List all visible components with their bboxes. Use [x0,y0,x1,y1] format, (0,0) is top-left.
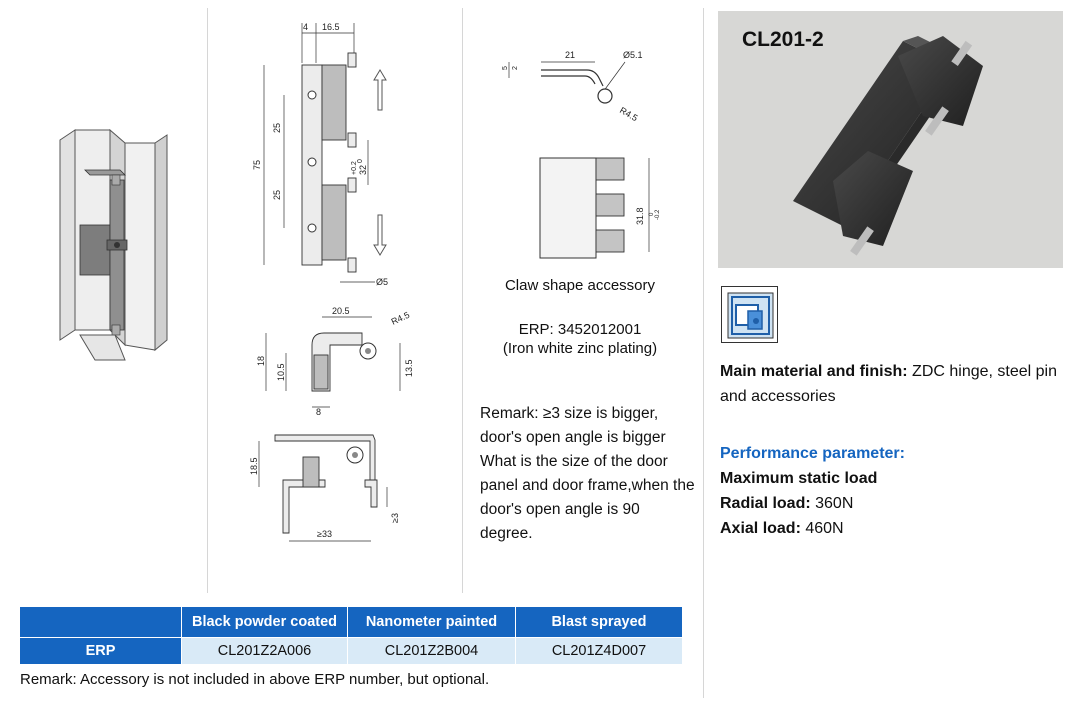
hinge-section-drawing: 20.5 R4.5 18 10.5 13.5 8 [256,306,414,417]
accessory-label: Claw shape accessory [504,277,656,294]
dim-25-bottom: 25 [272,190,282,200]
dim-4: 4 [303,22,308,32]
product-title: CL201-2 [742,28,824,51]
header-empty-cell [19,606,182,638]
size-remark-line2: What is the size of the door panel and d… [480,453,695,542]
dim-ge3: ≥3 [390,513,400,523]
table-remark: Remark: Accessory is not included in abo… [20,671,490,688]
dim-5: 5 [502,66,509,70]
dim-ge33: ≥33 [317,529,332,539]
axial-label: Axial load: [720,520,801,537]
radial-label: Radial load: [720,495,811,512]
divider-2 [462,8,463,593]
dim-2: 2 [512,66,519,70]
max-static-load: Maximum static load [720,470,878,487]
dim-31-8-tol-lower: -0.2 [655,209,661,220]
door-clearance-drawing: 18.5 ≥3 ≥33 [249,434,400,542]
dim-31-8-tol-upper: 0 [649,212,655,216]
dim-20-5: 20.5 [332,306,350,316]
dim-r4-5: R4.5 [390,310,411,327]
radial-load: Radial load: 360N [720,491,853,516]
header-blast-sprayed: Blast sprayed [515,606,683,638]
dim-21: 21 [565,50,575,60]
dim-10-5: 10.5 [276,363,286,381]
dim-75: 75 [252,160,262,170]
mounting-type-icon [721,286,778,343]
radial-value: 360N [810,495,854,512]
axial-load: Axial load: 460N [720,516,844,541]
header-nanometer: Nanometer painted [347,606,516,638]
dim-d5-1: Ø5.1 [623,50,643,60]
claw-front-drawing: 31.8 0 -0.2 [539,157,661,259]
material-label: Main material and finish: [720,363,908,380]
accessory-finish: (Iron white zinc plating) [502,340,658,357]
dim-25-top: 25 [272,123,282,133]
axial-value: 460N [800,520,844,537]
size-remark: Remark: ≥3 size is bigger, door's open a… [480,402,695,546]
dim-32: 32 [358,165,368,175]
hinge-photo-illustration [793,36,983,256]
dim-32-tol-lower: 0 [357,159,364,163]
dim-18-5: 18.5 [249,457,259,475]
dim-31-8: 31.8 [635,207,645,225]
material-spec: Main material and finish: ZDC hinge, ste… [720,359,1071,409]
dim-pin-diameter: Ø5 [376,277,388,287]
table-row: ERP CL201Z2A006 CL201Z2B004 CL201Z4D007 [19,637,683,665]
material-value: ZDC hinge, steel pin and accessories [720,363,1057,405]
erp-black-powder: CL201Z2A006 [181,637,348,665]
claw-top-drawing: 21 Ø5.1 R4.5 5 2 [502,50,643,123]
divider-3 [703,8,704,698]
dim-8: 8 [316,407,321,417]
product-photo: CL201-2 [718,11,1063,268]
erp-row-label: ERP [19,637,182,665]
dim-18: 18 [256,356,266,366]
divider-1 [207,8,208,593]
performance-title: Performance parameter: [720,445,905,462]
dim-13-5: 13.5 [404,359,414,377]
accessory-erp-number: ERP: 3452012001 [518,321,642,338]
dim-claw-r4-5: R4.5 [618,105,639,123]
dim-32-tol-upper: +0.2 [351,161,358,175]
hinge-front-drawing: 4 16.5 75 25 25 32 +0.2 0 Ø5 [252,22,388,287]
dim-16-5: 16.5 [322,22,340,32]
erp-blast-sprayed: CL201Z4D007 [515,637,683,665]
header-black-powder: Black powder coated [181,606,348,638]
erp-table-header: Black powder coated Nanometer painted Bl… [19,606,683,638]
erp-nanometer: CL201Z2B004 [347,637,516,665]
size-remark-line1: Remark: ≥3 size is bigger, door's open a… [480,405,666,446]
erp-table: Black powder coated Nanometer painted Bl… [19,606,683,665]
installed-hinge-illustration [59,128,168,361]
accessory-erp: ERP: 3452012001 (Iron white zinc plating… [470,320,690,358]
